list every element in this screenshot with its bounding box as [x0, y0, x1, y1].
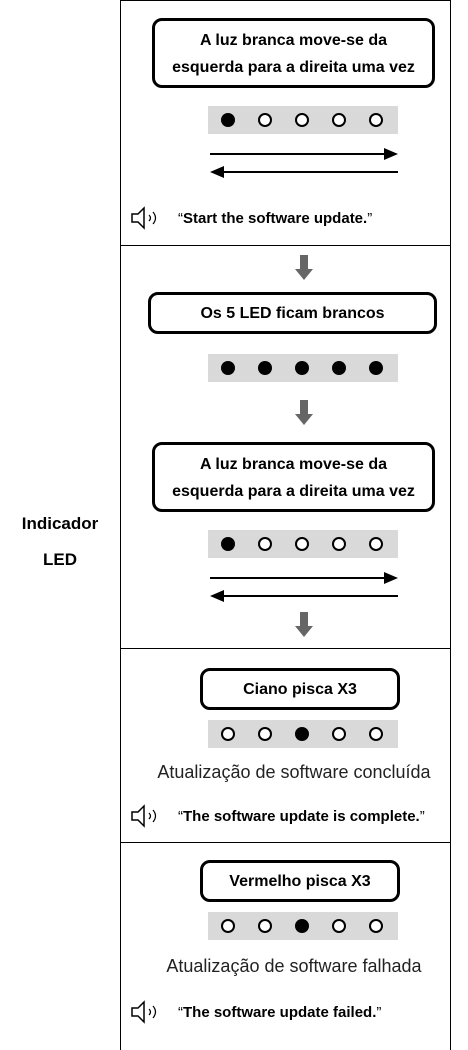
quote-open: “ [178, 209, 183, 227]
row-separator [120, 245, 451, 246]
speaker-sound-icon [131, 804, 157, 828]
speaker-sound-icon [131, 1000, 157, 1024]
led-indicator-5 [369, 361, 383, 375]
voice-text: The software update failed. [183, 1003, 377, 1021]
voice-text: The software update is complete. [183, 807, 420, 825]
caption-complete: Atualização de software concluída [157, 762, 431, 782]
led-indicator-5 [369, 113, 383, 127]
quote-open: “ [178, 1003, 183, 1021]
led-indicator-3 [295, 361, 309, 375]
led-indicator-5 [369, 727, 383, 741]
speech-bubble-complete: Ciano pisca X3 [200, 668, 400, 710]
led-indicator-5 [369, 919, 383, 933]
down-arrow-icon [295, 255, 313, 280]
quote-close: ” [419, 807, 425, 825]
speech-bubble-move: A luz branca move-se da esquerda para a … [152, 442, 435, 512]
table-border-top [120, 0, 451, 1]
row-label-cell: Indicador LED [0, 0, 120, 1050]
bubble-line2: esquerda para a direita uma vez [172, 59, 415, 76]
led-indicator-3 [295, 537, 309, 551]
quote-close: ” [376, 1003, 382, 1021]
table-border-right [450, 0, 451, 1050]
down-arrow-icon [295, 612, 313, 637]
led-indicator-2 [258, 361, 272, 375]
row-label-line1: Indicador [21, 514, 99, 533]
left-right-arrows-icon [210, 148, 398, 178]
led-indicator-5 [369, 537, 383, 551]
led-indicator-4 [332, 727, 346, 741]
led-indicator-1 [221, 113, 235, 127]
led-indicator-2 [258, 727, 272, 741]
speech-bubble-failed: Vermelho pisca X3 [200, 860, 400, 902]
led-indicator-3 [295, 113, 309, 127]
led-indicator-4 [332, 537, 346, 551]
left-right-arrows-icon [210, 572, 398, 602]
led-indicator-1 [221, 361, 235, 375]
led-indicator-4 [332, 361, 346, 375]
led-indicator-4 [332, 919, 346, 933]
bubble-line1: A luz branca move-se da [199, 456, 388, 473]
voice-guide-complete: “The software update is complete.” [130, 804, 425, 828]
led-indicator-3 [295, 727, 309, 741]
speech-bubble-start: A luz branca move-se da esquerda para a … [152, 18, 435, 88]
caption-failed: Atualização de software falhada [166, 956, 422, 976]
led-indicator-2 [258, 919, 272, 933]
row-separator [120, 648, 451, 649]
row-separator [120, 842, 451, 843]
bubble-line2: esquerda para a direita uma vez [172, 483, 415, 500]
voice-text: Start the software update. [183, 209, 368, 227]
voice-guide-start: “Start the software update.” [130, 206, 372, 230]
speaker-sound-icon [131, 206, 157, 230]
quote-open: “ [178, 807, 183, 825]
led-indicator-4 [332, 113, 346, 127]
led-indicator-2 [258, 113, 272, 127]
table-divider [120, 0, 121, 1050]
quote-close: ” [367, 209, 373, 227]
speech-bubble-all-leds: Os 5 LED ficam brancos [148, 292, 437, 334]
down-arrow-icon [295, 400, 313, 425]
bubble-line1: A luz branca move-se da [199, 32, 388, 49]
voice-guide-failed: “The software update failed.” [130, 1000, 381, 1024]
led-indicator-3 [295, 919, 309, 933]
led-indicator-1 [221, 919, 235, 933]
led-indicator-1 [221, 727, 235, 741]
row-label-line2: LED [43, 550, 77, 569]
led-indicator-2 [258, 537, 272, 551]
led-indicator-1 [221, 537, 235, 551]
